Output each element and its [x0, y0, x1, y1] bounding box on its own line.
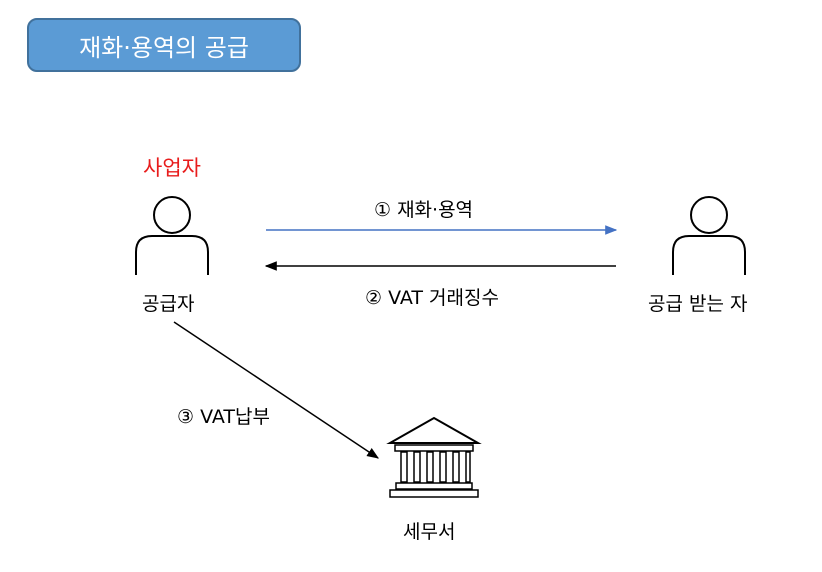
supplier-name-label: 공급자 [142, 293, 195, 315]
recipient-name-label: 공급 받는 자 [648, 293, 748, 315]
arrow-vat-payment [173, 321, 379, 459]
diagram-title: 재화·용역의 공급 [27, 18, 301, 72]
flow-label-vat-payment: ③ VAT납부 [177, 406, 270, 428]
bank-building-icon [386, 416, 482, 498]
flow-label-vat-collection: ② VAT 거래징수 [365, 287, 499, 309]
flow-label-goods-services: ① 재화·용역 [374, 199, 474, 221]
supplier-person-icon [135, 196, 209, 275]
tax-office-label: 세무서 [403, 521, 456, 543]
recipient-person-icon [672, 196, 746, 275]
supplier-role-label: 사업자 [143, 156, 201, 180]
title-text: 재화·용역의 공급 [79, 33, 249, 62]
